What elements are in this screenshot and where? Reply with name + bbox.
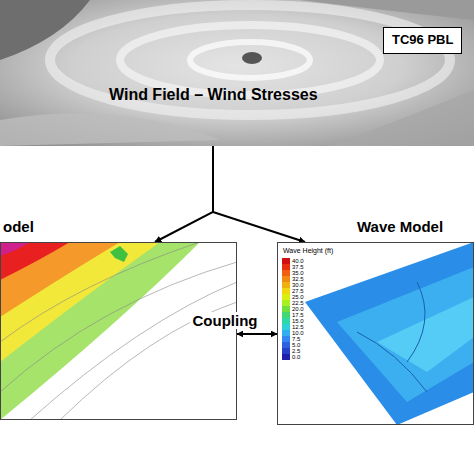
panel-heading: odel — [3, 218, 34, 235]
colorbar-value: 25.0 — [292, 294, 304, 300]
connector-arrow — [213, 146, 305, 242]
colorbar-value: 15.0 — [292, 318, 304, 324]
colorbar-value: 20.0 — [292, 306, 304, 312]
edge-label: Coupling — [190, 312, 261, 329]
band-title: Wind Field – Wind Stresses — [109, 86, 318, 104]
colorbar-title: Wave Height (ft) — [283, 247, 333, 254]
surge-model-map — [0, 242, 237, 420]
colorbar-value: 32.5 — [292, 276, 304, 282]
colorbar-value: 7.5 — [292, 336, 300, 342]
hurricane-satellite-image — [0, 0, 474, 146]
surge-model-panel: odel — [0, 242, 237, 420]
colorbar-value: 37.5 — [292, 264, 304, 270]
colorbar-value: 22.5 — [292, 300, 304, 306]
colorbar-value: 5.0 — [292, 342, 300, 348]
colorbar-value: 40.0 — [292, 258, 304, 264]
connector-arrow — [237, 333, 277, 335]
colorbar-value: 0.0 — [292, 354, 300, 360]
wind-field-band: Wind Field – Wind Stresses TC96 PBL — [0, 0, 474, 146]
colorbar-value: 12.5 — [292, 324, 304, 330]
model-tag-box: TC96 PBL — [383, 27, 462, 54]
colorbar-value: 10.0 — [292, 330, 304, 336]
colorbar-value: 27.5 — [292, 288, 304, 294]
colorbar-value: 35.0 — [292, 270, 304, 276]
colorbar-value: 17.5 — [292, 312, 304, 318]
colorbar-value: 2.5 — [292, 348, 300, 354]
colorbar-value: 30.0 — [292, 282, 304, 288]
connector-arrow — [155, 146, 213, 242]
panel-heading: Wave Model — [357, 218, 443, 235]
tag-text: TC96 PBL — [392, 33, 453, 48]
wave-model-panel: Wave Model — [277, 242, 474, 425]
wave-model-map — [277, 242, 474, 425]
